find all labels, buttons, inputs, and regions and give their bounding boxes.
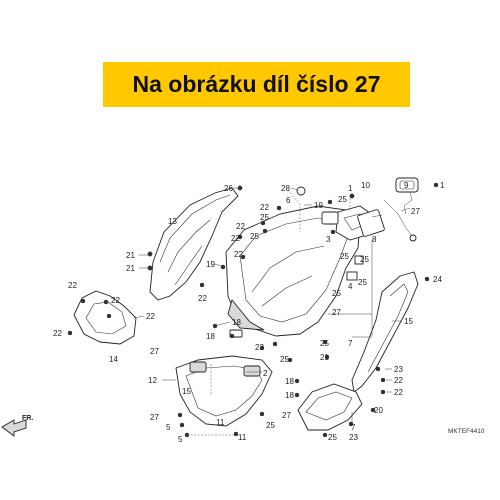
callout: 5 (166, 423, 171, 432)
callout: 28 (281, 184, 290, 193)
callout: 9 (404, 181, 409, 190)
callout: 7 (351, 423, 356, 432)
callout: 23 (394, 365, 403, 374)
callout: 22 (394, 388, 403, 397)
callout: 20 (374, 406, 383, 415)
callout: 14 (109, 355, 118, 364)
callout: 8 (372, 235, 377, 244)
callout: 25 (338, 195, 347, 204)
callout: 27 (150, 413, 159, 422)
callout: 13 (168, 217, 177, 226)
part-15-left-lid (73, 290, 137, 345)
leader-lines (133, 187, 411, 422)
callout: 25 (320, 339, 329, 348)
callout: 22 (198, 294, 207, 303)
callout: 15 (404, 317, 413, 326)
callout: 22 (146, 312, 155, 321)
callout: 22 (53, 329, 62, 338)
fasteners (67, 182, 439, 438)
callout: 23 (349, 433, 358, 442)
callout: 10 (361, 181, 370, 190)
callout: 18 (285, 391, 294, 400)
direction-label: FR. (22, 415, 33, 422)
callout: 12 (148, 376, 157, 385)
front-direction-arrow: FR. (1, 415, 33, 437)
callout: 22 (111, 296, 120, 305)
callout: 15 (182, 387, 191, 396)
callout: 25 (358, 278, 367, 287)
callout: 25 (280, 355, 289, 364)
callout: 25 (260, 213, 269, 222)
part-7-right-lower-fender (297, 383, 363, 431)
part-16-right-side-panel (351, 271, 419, 393)
banner-text: Na obrázku díl číslo 27 (132, 71, 381, 97)
diagram-code: MKTEF4410 (448, 428, 485, 435)
callout: 21 (320, 353, 329, 362)
callout: 1 (348, 184, 353, 193)
callout: 25 (328, 433, 337, 442)
callout: 2 (263, 369, 268, 378)
callout: 27 (150, 347, 159, 356)
callout: 5 (178, 435, 183, 444)
part-8-luggage-box (225, 205, 361, 337)
callout: 22 (231, 234, 240, 243)
callout: 18 (206, 332, 215, 341)
callout: 25 (250, 232, 259, 241)
callout: 21 (126, 251, 135, 260)
callout: 22 (394, 376, 403, 385)
callout: 27 (332, 308, 341, 317)
callout: 24 (433, 275, 442, 284)
callout: 18 (232, 318, 241, 327)
part-13-rear-lower-cover (175, 355, 273, 427)
callout: 26 (224, 184, 233, 193)
part-14-left-side-panel (149, 187, 239, 301)
callout: 3 (326, 235, 331, 244)
part-number-banner: Na obrázku díl číslo 27 (103, 62, 410, 107)
callout: 27 (282, 411, 291, 420)
callout: 11 (216, 418, 225, 427)
callout: 18 (285, 377, 294, 386)
callout: 1 (440, 181, 445, 190)
small-parts (229, 186, 385, 338)
callout: 22 (234, 250, 243, 259)
callout: 25 (332, 289, 341, 298)
callout: 22 (68, 281, 77, 290)
callout: 6 (286, 196, 291, 205)
callout: 22 (260, 203, 269, 212)
callout: 21 (126, 264, 135, 273)
callout: 7 (348, 339, 353, 348)
callout: 25 (340, 252, 349, 261)
callout: 22 (236, 222, 245, 231)
callout: 25 (266, 421, 275, 430)
callout: 11 (238, 433, 247, 442)
part-10-light-housing (395, 177, 419, 215)
callout: 27 (411, 207, 420, 216)
callout: 4 (348, 282, 353, 291)
callout: 23 (255, 343, 264, 352)
callout-numbers: 26 28 6 19 22 25 25 1 10 9 1 27 8 13 22 … (53, 181, 445, 444)
callout: 19 (314, 201, 323, 210)
callout: 19 (206, 260, 215, 269)
callout: 25 (360, 255, 369, 264)
reference-lines (187, 189, 351, 436)
